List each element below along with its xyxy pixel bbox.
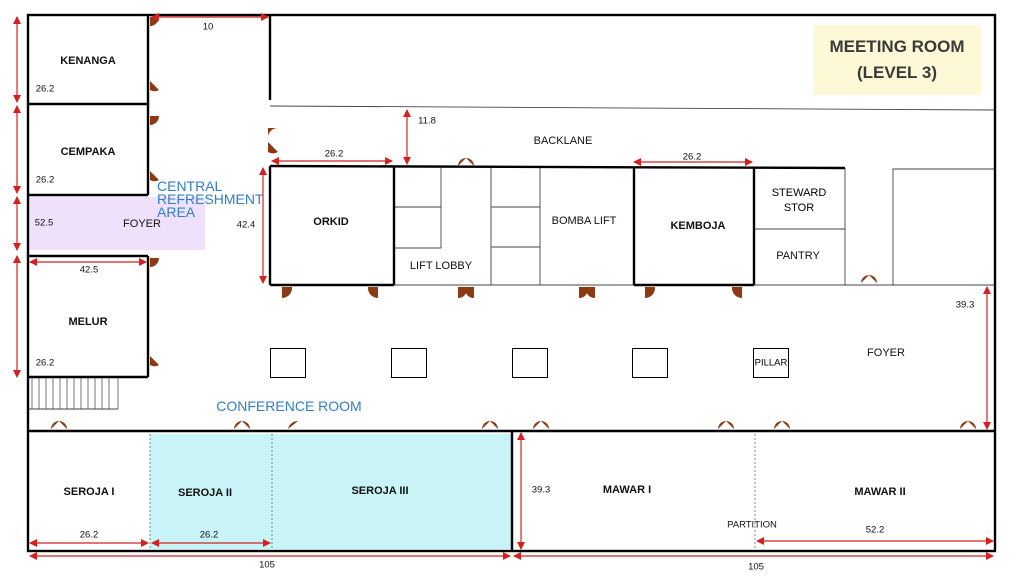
dim-melur-w: 42.5 [79,264,99,276]
dim-bottom-left-w: 105 [259,559,275,571]
walls [26,13,997,553]
room-melur: MELUR [68,316,108,328]
steward-stor-label: STEWARD STOR [771,187,827,214]
room-mawar-2: MAWAR II [854,486,906,498]
dim-kenanga-h: 26.2 [35,83,55,95]
bomba-lift-label: BOMBA LIFT [551,215,617,227]
room-mawar-1: MAWAR I [602,484,652,496]
dim-cempaka-h: 26.2 [35,174,55,186]
room-orkid: ORKID [313,216,349,228]
conference-room-label: CONFERENCE ROOM [216,398,362,414]
dimension-arrows [13,13,994,560]
pantry-label: PANTRY [776,250,820,262]
pillar [632,348,668,378]
dim-seroja2-w: 26.2 [199,529,219,541]
foyer-left-label: FOYER [123,218,161,230]
dim-kemboja-w: 26.2 [682,151,702,163]
partitions [149,434,756,549]
dim-mawar-h: 39.3 [531,484,551,496]
dim-foyer-right-h: 39.3 [955,299,975,311]
pillar-label: PILLAR [754,357,788,369]
stairs [28,376,119,409]
room-seroja-2: SEROJA II [178,487,232,499]
plan-title: MEETING ROOM (LEVEL 3) [813,25,981,95]
room-seroja-3: SEROJA III [351,485,409,497]
door-icons [51,17,976,429]
dim-seroja1-w: 26.2 [79,529,99,541]
pillar [270,348,306,378]
pillar [391,348,427,378]
room-kemboja: KEMBOJA [670,220,726,232]
room-cempaka: CEMPAKA [60,146,116,158]
room-seroja-1: SEROJA I [63,486,115,498]
room-kenanga: KENANGA [60,55,116,67]
backlane-label: BACKLANE [533,135,593,147]
lift-lobby-label: LIFT LOBBY [409,260,473,272]
dim-orkid-w: 26.2 [324,148,344,160]
dim-melur-h: 26.2 [35,357,55,369]
seroja-iii-fill [272,434,512,549]
dim-corridor-w: 10 [202,21,214,33]
dim-orkid-h: 42.4 [236,219,256,231]
central-refreshment-area-label: CENTRAL REFRESHMENT AREA [157,178,264,220]
seroja-ii-fill [150,434,272,549]
dim-backlane-h: 11.8 [418,115,436,127]
dim-foyer-h: 52.5 [34,217,54,229]
pillar [512,348,548,378]
foyer-fill [28,197,205,250]
partition-label: PARTITION [727,519,777,531]
pillar-labeled: PILLAR [753,348,789,378]
foyer-right-label: FOYER [867,347,905,359]
dim-bottom-right-w: 105 [748,561,764,573]
dim-mawar2-w: 52.2 [865,524,885,536]
title-line2: (LEVEL 3) [857,63,937,82]
title-line1: MEETING ROOM [829,37,965,56]
